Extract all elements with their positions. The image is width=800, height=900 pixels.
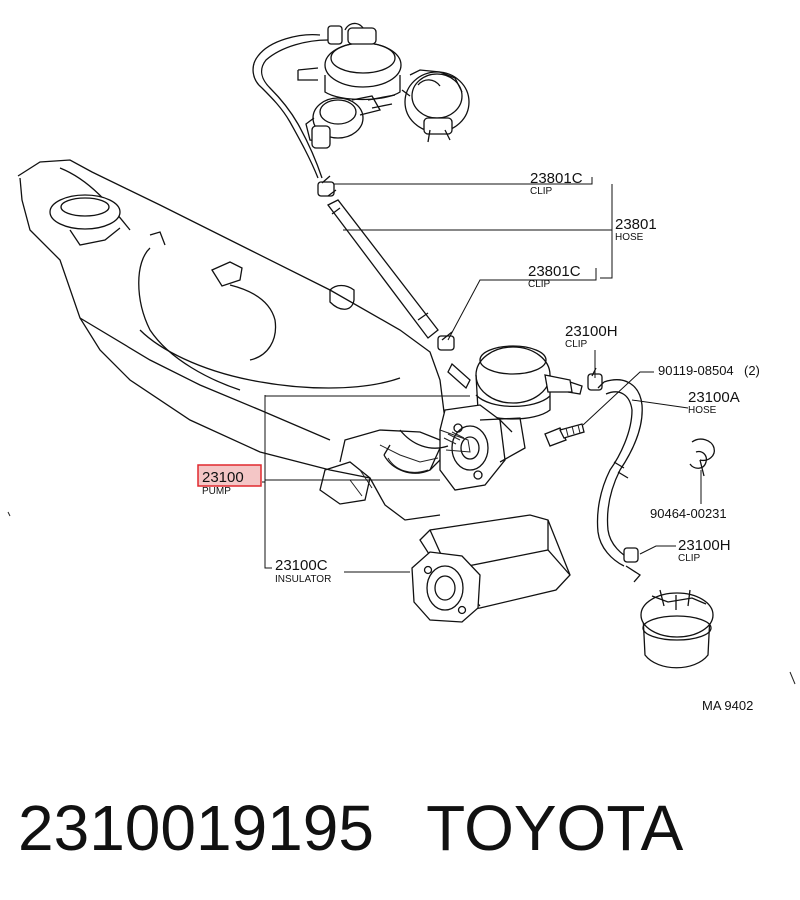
part-number-label: 23100 xyxy=(202,469,244,486)
footer-brand: TOYOTA xyxy=(426,792,684,864)
callout-clip-mid: 23801C CLIP xyxy=(528,263,581,290)
hose-23100a-drawing xyxy=(587,367,643,583)
part-desc-label: INSULATOR xyxy=(275,574,331,585)
callout-clip-top: 23801C CLIP xyxy=(530,170,583,197)
insulator-drawing xyxy=(411,514,571,623)
part-number-label: 23801C xyxy=(528,263,581,280)
callout-hose-right: 23100A HOSE xyxy=(688,389,740,416)
fuel-pump-drawing xyxy=(383,345,583,491)
part-desc-label: HOSE xyxy=(615,232,644,243)
carburetor-drawing xyxy=(640,589,796,685)
part-number-label: 23100A xyxy=(688,389,740,406)
part-number-label: 23801C xyxy=(530,170,583,187)
part-footer: 2310019195 TOYOTA xyxy=(18,788,788,868)
leader-lines xyxy=(262,177,702,573)
part-number-label: 90119-08504 xyxy=(658,363,734,378)
callout-clip-right: 23100H CLIP xyxy=(565,323,618,350)
clamp-drawing xyxy=(689,438,715,477)
pump-highlight-box[interactable] xyxy=(197,464,262,487)
footer-part-number: 2310019195 xyxy=(18,792,374,864)
part-desc-label: CLIP xyxy=(528,279,551,290)
callout-insulator: 23100C INSULATOR xyxy=(275,557,331,585)
part-qty-label: (2) xyxy=(744,363,760,378)
vacuum-unit-drawing xyxy=(252,22,470,179)
cylinder-head-drawing xyxy=(7,159,446,521)
part-desc-label: CLIP xyxy=(565,339,588,350)
hose-23801-drawing xyxy=(317,175,455,351)
part-number-label: 23100H xyxy=(565,323,618,340)
part-number-label: 90464-00231 xyxy=(650,506,727,521)
part-desc-label: PUMP xyxy=(202,486,231,497)
callout-pump[interactable]: 23100 PUMP xyxy=(197,464,262,497)
callout-clamp: 90464-00231 xyxy=(650,506,727,521)
part-number-label: 23100H xyxy=(678,537,731,554)
part-number-label: 23100C xyxy=(275,557,328,574)
part-number-label: 23801 xyxy=(615,216,657,233)
part-desc-label: CLIP xyxy=(678,553,701,564)
bolt-drawing xyxy=(544,423,585,447)
figure-code: MA 9402 xyxy=(702,698,753,713)
part-desc-label: CLIP xyxy=(530,186,553,197)
callout-bolt: 90119-08504 (2) xyxy=(658,363,760,378)
callout-hose-main: 23801 HOSE xyxy=(615,216,657,243)
part-desc-label: HOSE xyxy=(688,405,717,416)
callout-clip-bottom: 23100H CLIP xyxy=(678,537,731,564)
